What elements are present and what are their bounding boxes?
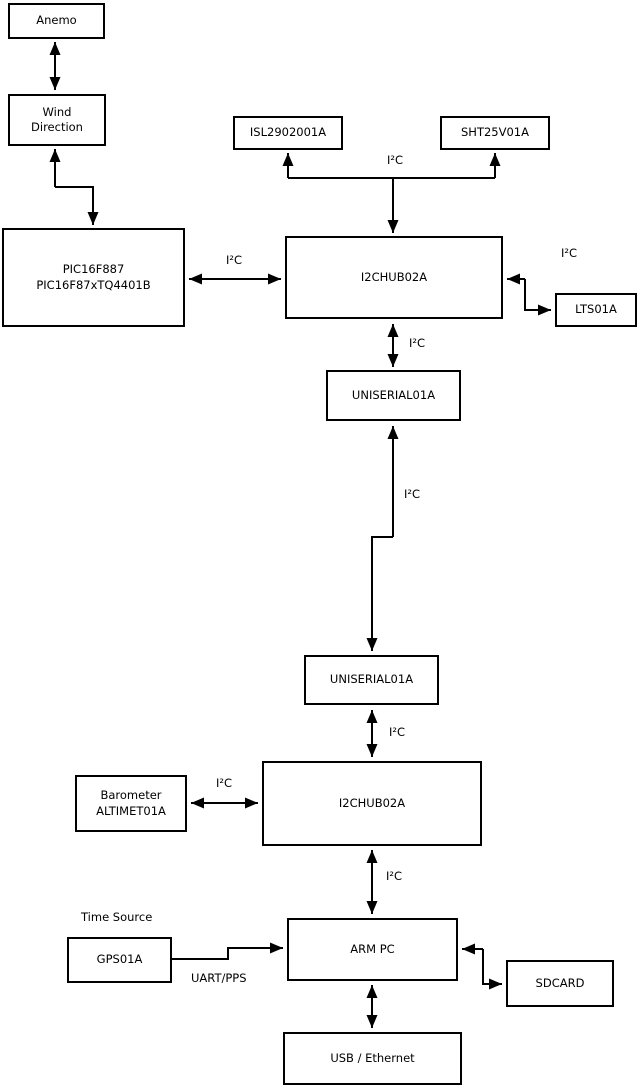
node-sdcard: SDCARD xyxy=(506,960,614,1007)
node-isl2902001a: ISL2902001A xyxy=(233,116,343,150)
node-sht25v01a: SHT25V01A xyxy=(440,116,550,150)
node-anemo: Anemo xyxy=(8,3,105,39)
node-gps01a: GPS01A xyxy=(67,937,172,983)
node-arm-pc-label: ARM PC xyxy=(350,941,395,956)
edge-label-i2c-lts: I²C xyxy=(561,246,578,260)
node-pic16f887-label-line2: PIC16F87xTQ4401B xyxy=(36,277,151,292)
node-lts01a-label: LTS01A xyxy=(575,302,617,317)
node-i2chub02a-top-label: I2CHUB02A xyxy=(360,269,428,284)
node-usb-ethernet-label: USB / Ethernet xyxy=(330,1050,415,1065)
node-usb-ethernet: USB / Ethernet xyxy=(283,1032,462,1085)
node-arm-pc: ARM PC xyxy=(287,918,458,981)
node-pic16f887-label-line1: PIC16F887 xyxy=(62,262,125,277)
node-uniserial01a-bottom-label: UNISERIAL01A xyxy=(329,672,414,687)
node-wind-direction-label-line2: Direction xyxy=(31,120,83,134)
node-wind-direction-label-line1: Wind xyxy=(42,104,72,119)
edge-label-time-source: Time Source xyxy=(81,910,153,924)
edge-label-i2c-sensor-bus: I²C xyxy=(387,153,404,167)
connector-armpc-sdcard xyxy=(462,943,502,990)
node-i2chub02a-bottom: I2CHUB02A xyxy=(262,761,482,846)
edge-label-i2c-pic-hub: I²C xyxy=(226,253,243,267)
node-sht25v01a-label: SHT25V01A xyxy=(461,125,529,140)
edge-label-uart-pps: UART/PPS xyxy=(191,971,247,985)
edge-label-i2c-long-link: I²C xyxy=(404,487,421,501)
node-i2chub02a-top: I2CHUB02A xyxy=(285,236,503,319)
node-uniserial01a-top: UNISERIAL01A xyxy=(326,370,461,421)
node-isl2902001a-label: ISL2902001A xyxy=(249,125,327,140)
edge-label-i2c-uniserial-hub2: I²C xyxy=(389,725,406,739)
node-barometer-label-line2: ALTIMET01A xyxy=(96,803,166,818)
edge-label-i2c-barometer: I²C xyxy=(216,776,233,790)
node-lts01a: LTS01A xyxy=(555,293,637,327)
node-uniserial01a-top-label: UNISERIAL01A xyxy=(351,387,436,402)
connector-hub1-lts xyxy=(507,273,551,316)
node-barometer-altimet01a: Barometer ALTIMET01A xyxy=(75,775,187,832)
node-uniserial01a-bottom: UNISERIAL01A xyxy=(304,655,439,705)
node-anemo-label: Anemo xyxy=(36,13,77,28)
node-pic16f887: PIC16F887 PIC16F87xTQ4401B xyxy=(2,228,185,327)
connector-uniserial1-uniserial2 xyxy=(366,426,399,651)
node-i2chub02a-bottom-label: I2CHUB02A xyxy=(338,795,406,810)
connector-gps-armpc xyxy=(172,942,283,960)
node-gps01a-label: GPS01A xyxy=(96,952,143,967)
node-wind-direction: Wind Direction xyxy=(8,94,106,146)
node-barometer-label-line1: Barometer xyxy=(100,788,162,803)
edge-label-i2c-hub2-armpc: I²C xyxy=(386,869,403,883)
edge-label-i2c-hub-uniserial: I²C xyxy=(409,336,426,350)
connector-wind-pic xyxy=(49,149,99,225)
node-sdcard-label: SDCARD xyxy=(535,975,585,990)
